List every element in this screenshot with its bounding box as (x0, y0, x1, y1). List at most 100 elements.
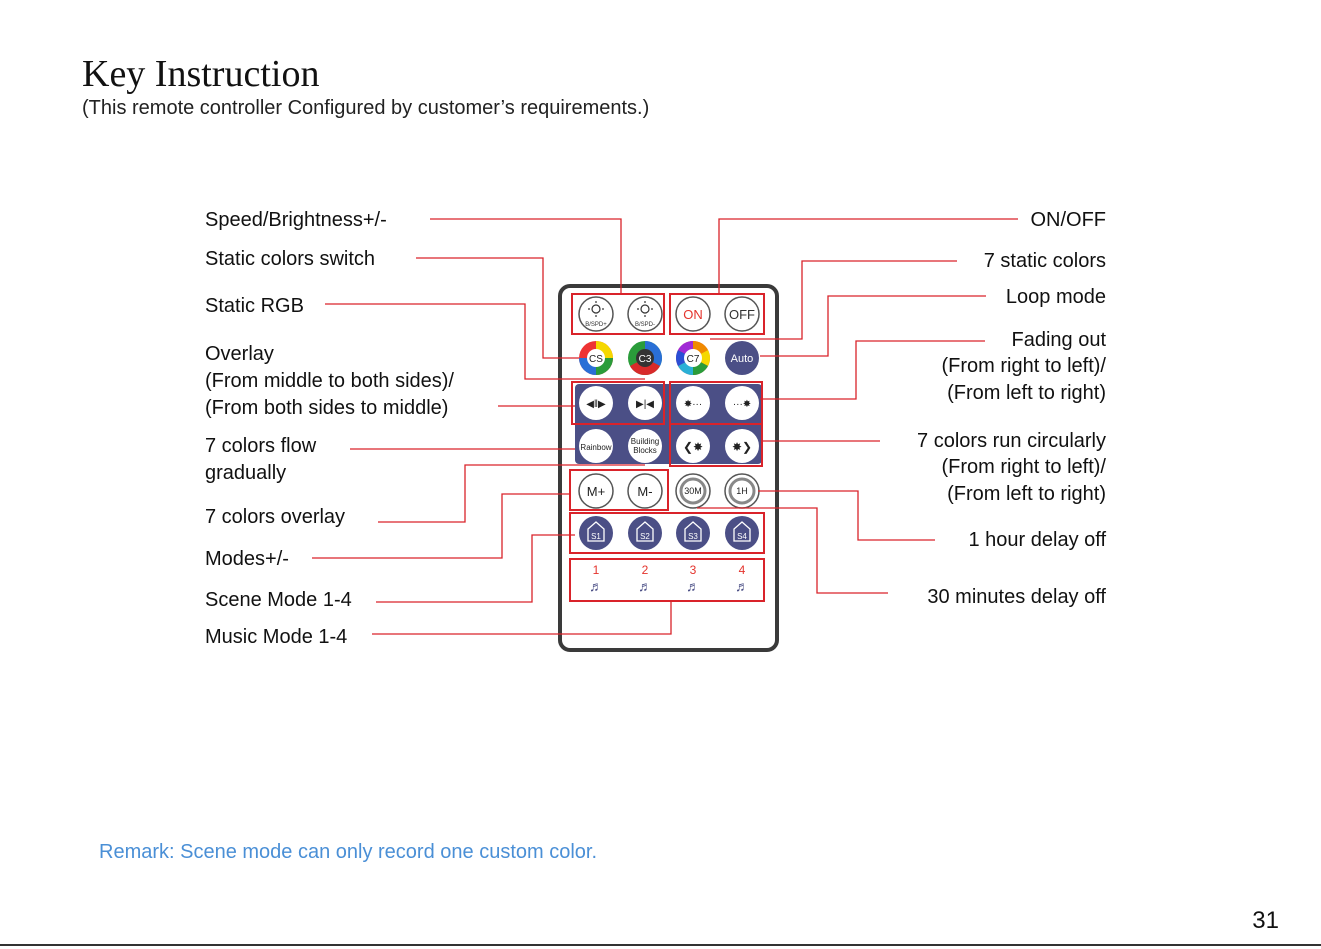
bspd-plus-label: B/SPD+ (585, 322, 607, 328)
house-icon (733, 521, 751, 542)
scene-4-button[interactable]: S4 (725, 516, 759, 550)
house-icon (636, 521, 654, 542)
run-right-button[interactable]: ✸❯ (725, 429, 759, 463)
rainbow-button[interactable]: Rainbow (579, 429, 613, 463)
fade-right-button[interactable]: ···✸ (725, 386, 759, 420)
s3-label: S3 (688, 532, 698, 541)
t30-label: 30M (684, 486, 702, 496)
mus3-label: 3 (690, 563, 697, 577)
s2-label: S2 (640, 532, 650, 541)
arrows-out-icon: ◀‖▶ (586, 399, 606, 410)
right-callouts (697, 218, 1018, 594)
effects-panel (575, 384, 762, 464)
music-note-icon: ♬ (638, 578, 652, 594)
c3-label: C3 (639, 354, 652, 365)
timer-30m-button[interactable]: 30M (675, 473, 711, 509)
music-note-icon: ♬ (589, 578, 603, 594)
on-button[interactable]: ON (675, 296, 711, 332)
music-3-button[interactable]: 3 ♬ (686, 563, 700, 594)
music-2-button[interactable]: 2 ♬ (638, 563, 652, 594)
c3-button[interactable]: C3 (628, 341, 662, 375)
music-note-icon: ♬ (735, 578, 749, 594)
mus2-label: 2 (642, 563, 649, 577)
scene-1-button[interactable]: S1 (579, 516, 613, 550)
building-label-2: Blocks (633, 446, 657, 455)
bottom-rule (0, 944, 1321, 946)
remote-body (558, 284, 779, 652)
arrows-in-icon: ▶|◀ (636, 399, 654, 410)
auto-button[interactable]: Auto (725, 341, 759, 375)
mode-plus-button[interactable]: M+ (578, 473, 614, 509)
music-1-button[interactable]: 1 ♬ (589, 563, 603, 594)
label-static-rgb: Static RGB (205, 295, 304, 317)
m-minus-label: M- (637, 484, 652, 499)
run-left-icon: ❮✸ (683, 440, 703, 454)
bspd-minus-label: B/SPD- (635, 322, 655, 328)
m-plus-label: M+ (587, 484, 605, 499)
remark-note: Remark: Scene mode can only record one c… (99, 841, 598, 863)
label-overlay-1: Overlay (205, 343, 274, 365)
cs-button[interactable]: CS (579, 341, 613, 375)
music-note-icon: ♬ (686, 578, 700, 594)
timer-1h-button[interactable]: 1H (724, 473, 760, 509)
label-run-1: 7 colors run circularly (917, 430, 1106, 452)
label-on-off: ON/OFF (1030, 209, 1106, 231)
auto-label: Auto (731, 353, 754, 365)
label-speed-brightness: Speed/Brightness+/- (205, 209, 387, 231)
c7-button[interactable]: C7 (676, 341, 710, 375)
cs-label: CS (589, 354, 603, 365)
page-title: Key Instruction (82, 53, 320, 95)
bspd-minus-button[interactable]: B/SPD- (627, 296, 663, 332)
on-label: ON (683, 307, 703, 322)
label-hour-delay: 1 hour delay off (968, 529, 1106, 551)
sun-icon (588, 301, 604, 317)
mus4-label: 4 (739, 563, 746, 577)
page-subtitle: (This remote controller Configured by cu… (82, 97, 650, 119)
building-blocks-button[interactable]: Building Blocks (628, 429, 662, 463)
highlight-boxes (569, 293, 765, 602)
s4-label: S4 (737, 532, 747, 541)
left-callouts (312, 218, 672, 635)
run-left-button[interactable]: ❮✸ (676, 429, 710, 463)
s1-label: S1 (591, 532, 601, 541)
rainbow-label: Rainbow (580, 443, 611, 452)
scene-3-button[interactable]: S3 (676, 516, 710, 550)
music-4-button[interactable]: 4 ♬ (735, 563, 749, 594)
off-label: OFF (729, 307, 755, 322)
fade-left-icon: ✸··· (684, 399, 702, 410)
label-flow-2: gradually (205, 462, 287, 484)
label-fading-1: Fading out (1011, 329, 1106, 351)
t1h-label: 1H (736, 486, 748, 496)
label-overlay-2: (From middle to both sides)/ (205, 370, 454, 392)
house-icon (587, 521, 605, 542)
sun-icon (637, 301, 653, 317)
label-fading-2: (From right to left)/ (941, 355, 1106, 377)
label-fading-3: (From left to right) (947, 382, 1106, 404)
label-run-3: (From left to right) (947, 483, 1106, 505)
fade-right-icon: ···✸ (733, 399, 751, 410)
label-static-colors: 7 static colors (983, 250, 1106, 272)
c7-label: C7 (687, 354, 700, 365)
mus1-label: 1 (593, 563, 600, 577)
label-scene-mode: Scene Mode 1-4 (205, 589, 352, 611)
label-modes: Modes+/- (205, 548, 289, 570)
run-right-icon: ✸❯ (732, 440, 752, 454)
label-run-2: (From right to left)/ (941, 456, 1106, 478)
label-static-colors-switch: Static colors switch (205, 248, 376, 270)
label-overlay-3: (From both sides to middle) (205, 397, 449, 419)
label-colors-overlay: 7 colors overlay (205, 506, 346, 528)
label-loop-mode: Loop mode (1005, 286, 1106, 308)
bspd-plus-button[interactable]: B/SPD+ (578, 296, 614, 332)
off-button[interactable]: OFF (724, 296, 760, 332)
label-music-mode: Music Mode 1-4 (205, 626, 348, 648)
label-flow-1: 7 colors flow (205, 435, 317, 457)
house-icon (684, 521, 702, 542)
overlay-in-button[interactable]: ▶|◀ (628, 386, 662, 420)
overlay-out-button[interactable]: ◀‖▶ (579, 386, 613, 420)
scene-2-button[interactable]: S2 (628, 516, 662, 550)
mode-minus-button[interactable]: M- (627, 473, 663, 509)
fade-left-button[interactable]: ✸··· (676, 386, 710, 420)
building-label-1: Building (631, 437, 659, 446)
label-min-delay: 30 minutes delay off (927, 586, 1106, 608)
